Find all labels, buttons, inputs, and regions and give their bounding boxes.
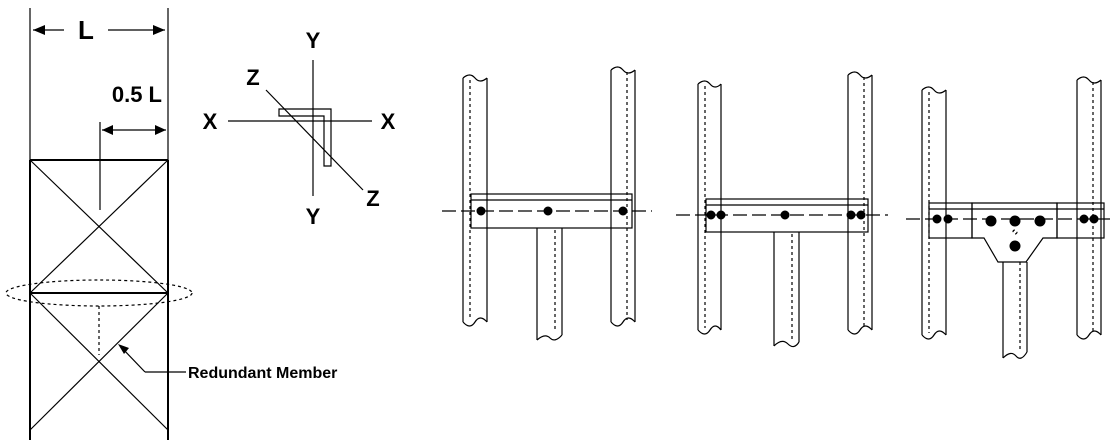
brace-upper-diagonal-2 <box>29 159 169 294</box>
arrowhead-left-icon <box>33 25 45 35</box>
column-left-break-top <box>697 80 722 88</box>
bolt <box>706 210 716 220</box>
connection-detail-1 <box>442 66 652 341</box>
x-axis-label-right: X <box>381 109 396 134</box>
redundant-member-label: Redundant Member <box>188 365 337 382</box>
arrowhead-half-left-icon <box>102 125 113 135</box>
bolt <box>1034 215 1046 227</box>
column-right-break-bottom <box>1076 330 1102 340</box>
column-left-break-bottom <box>697 325 722 335</box>
brace-lower-diagonal-2 <box>29 292 169 431</box>
bolt <box>985 215 997 227</box>
arrowhead-right-icon <box>153 25 165 35</box>
brace-break <box>536 334 563 341</box>
bolt <box>543 206 553 216</box>
leader-arrow-icon <box>118 344 129 354</box>
bolt <box>1089 214 1099 224</box>
bolt <box>1009 215 1021 227</box>
x-axis-label-left: X <box>203 109 218 134</box>
bolt <box>476 206 486 216</box>
dim-label-l: L <box>78 15 94 45</box>
z-axis-line <box>265 89 364 191</box>
gusset-plate <box>971 202 1058 263</box>
bolt <box>856 210 866 220</box>
bolt <box>943 214 953 224</box>
column-right-break-bottom <box>847 325 873 335</box>
column-left-break-bottom <box>462 317 488 327</box>
bolt <box>618 206 628 216</box>
angle-section-shape <box>278 108 332 167</box>
column-left-break-top <box>462 74 488 82</box>
braced-frame: L 0.5 L Redundant Member <box>5 8 337 440</box>
z-axis-label-top: Z <box>246 65 259 90</box>
connection-detail-3 <box>906 76 1110 359</box>
z-axis-label-bottom: Z <box>366 186 379 211</box>
column-right-break-top <box>1076 76 1102 84</box>
column-left-break-top <box>921 86 947 94</box>
bolt <box>1079 214 1089 224</box>
connection-detail-2 <box>676 71 888 348</box>
angle-section: X X Y Y Z Z <box>203 28 396 229</box>
highlight-ellipse <box>5 279 193 307</box>
bolt <box>1009 240 1021 252</box>
bolt <box>846 210 856 220</box>
column-left-break-bottom <box>921 330 947 340</box>
column-right-break-bottom <box>610 317 636 327</box>
y-axis-label-top: Y <box>306 28 321 53</box>
bolt <box>716 210 726 220</box>
brace-break <box>773 340 800 348</box>
column-right-break-top <box>847 71 873 79</box>
brace-break <box>1002 351 1028 359</box>
column-right-break-top <box>610 66 636 74</box>
arrowhead-half-right-icon <box>155 125 166 135</box>
bolt <box>932 214 942 224</box>
bolt <box>780 210 790 220</box>
bolt-hole <box>1012 229 1018 235</box>
dim-label-half-l: 0.5 L <box>112 82 162 107</box>
y-axis-label-bottom: Y <box>306 204 321 229</box>
